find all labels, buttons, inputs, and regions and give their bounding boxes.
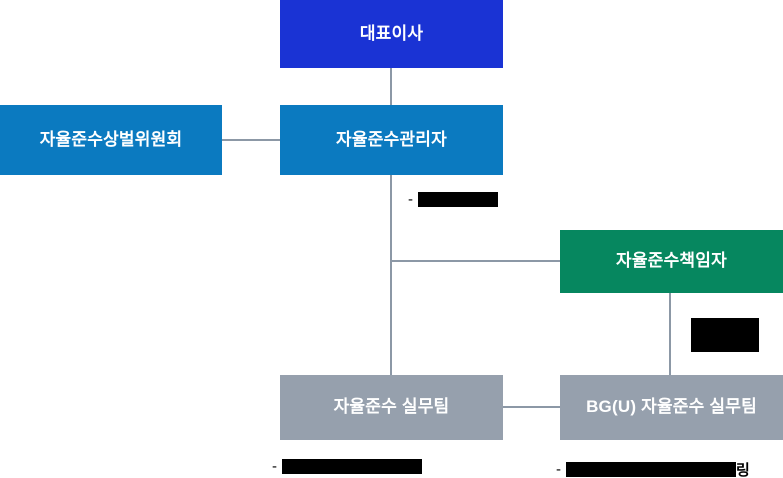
redaction-bar — [282, 459, 422, 474]
node-compliance-officer[interactable]: 자율준수책임자 — [560, 230, 783, 293]
note-under-bgu-working-team: - 링 — [556, 459, 750, 478]
node-compliance-manager[interactable]: 자율준수관리자 — [280, 105, 503, 175]
connector-team-to-bgu-team — [503, 406, 560, 408]
node-working-team[interactable]: 자율준수 실무팀 — [280, 375, 503, 440]
node-reward-committee-label: 자율준수상벌위원회 — [39, 129, 183, 149]
note-under-compliance-manager: - — [408, 192, 498, 207]
connector-officer-to-bgu-team — [669, 293, 671, 375]
node-ceo-label: 대표이사 — [359, 23, 424, 43]
redaction-bar — [691, 318, 759, 335]
note-dash: - — [272, 458, 277, 475]
connector-committee-to-manager — [222, 139, 280, 141]
node-working-team-label: 자율준수 실무팀 — [333, 397, 450, 417]
note-dash: - — [408, 191, 413, 208]
connector-spine-to-officer — [390, 260, 560, 262]
redaction-bar-second-line — [691, 335, 759, 352]
node-compliance-officer-label: 자율준수책임자 — [616, 251, 727, 271]
note-visible-tail: 링 — [736, 462, 750, 478]
node-bgu-working-team[interactable]: BG(U) 자율준수 실무팀 — [560, 375, 783, 440]
redaction-bar — [418, 192, 498, 207]
note-under-working-team: - — [272, 459, 422, 474]
node-ceo[interactable]: 대표이사 — [280, 0, 503, 68]
redaction-bar — [566, 462, 736, 477]
node-compliance-manager-label: 자율준수관리자 — [336, 129, 447, 149]
connector-ceo-to-manager — [390, 68, 392, 105]
note-under-compliance-officer — [691, 318, 759, 352]
node-bgu-working-team-label: BG(U) 자율준수 실무팀 — [586, 397, 757, 417]
connector-manager-spine — [390, 175, 392, 375]
note-dash: - — [556, 461, 561, 478]
node-reward-committee[interactable]: 자율준수상벌위원회 — [0, 105, 222, 175]
